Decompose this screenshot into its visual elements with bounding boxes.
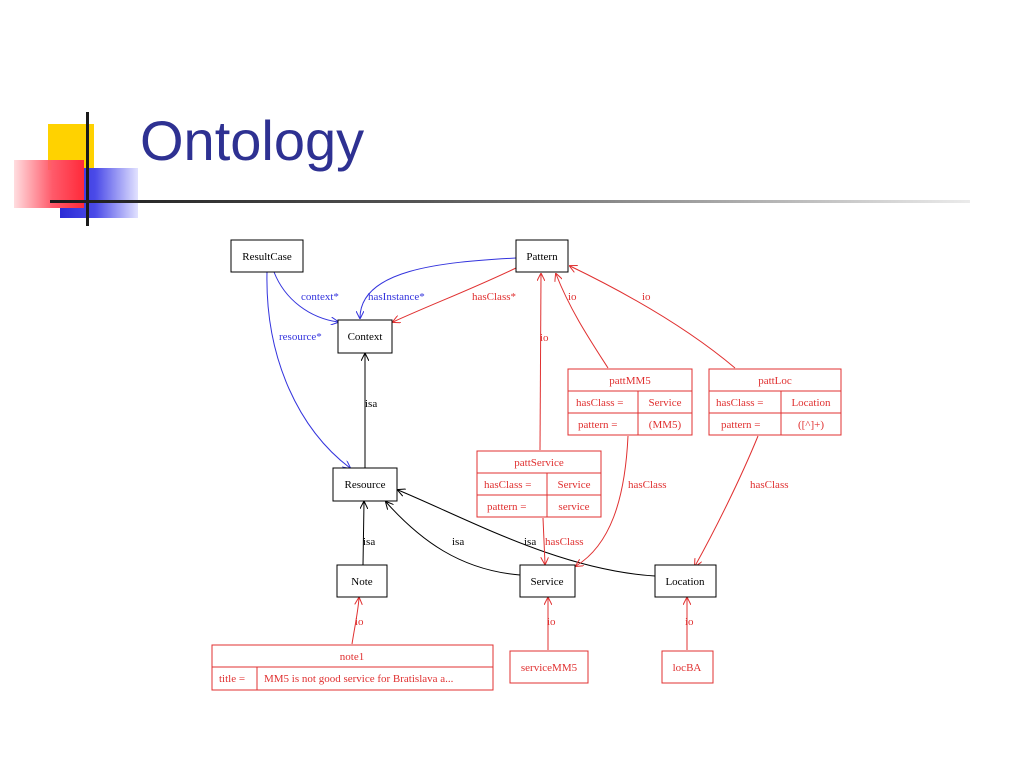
blue-edges [266,257,517,468]
svg-text:service: service [558,501,589,513]
svg-text:([^]+): ([^]+) [798,419,824,431]
edge-io-pattloc-pattern [570,266,736,369]
svg-text:Note: Note [351,576,373,588]
svg-text:title =: title = [219,673,245,685]
label-io-servicemm5: io [547,616,556,628]
edge-hasclass-pattloc-location [695,435,759,566]
svg-text:ResultCase: ResultCase [242,251,292,263]
svg-text:pattService: pattService [514,457,564,469]
svg-text:pattern =: pattern = [721,419,761,431]
label-hasclass-pattmm5: hasClass [628,479,667,491]
svg-text:(MM5): (MM5) [649,419,682,431]
svg-text:pattern =: pattern = [487,501,527,513]
edge-io-pattmm5-pattern [556,274,609,369]
label-io-pattloc: io [642,291,651,303]
node-service: Service [519,564,576,598]
svg-text:hasClass =: hasClass = [576,397,623,409]
instance-loc-ba: locBA [661,650,714,684]
svg-text:Service: Service [558,479,591,491]
svg-text:Location: Location [665,576,705,588]
instance-patt-service: pattService hasClass = Service pattern =… [476,450,602,518]
svg-text:pattMM5: pattMM5 [609,375,651,387]
label-io-pattservice: io [540,332,549,344]
instance-service-mm5: serviceMM5 [509,650,589,684]
edge-isa-location-resource [398,490,656,577]
label-has-instance: hasInstance* [368,291,425,303]
edge-isa-note-resource [363,502,364,566]
svg-text:locBA: locBA [673,662,702,674]
svg-text:hasClass =: hasClass = [484,479,531,491]
edge-has-instance [360,257,517,318]
instance-patt-loc: pattLoc hasClass = Location pattern = ([… [708,368,842,436]
svg-text:Service: Service [649,397,682,409]
svg-text:Location: Location [791,397,831,409]
node-result-case: ResultCase [230,239,304,273]
svg-text:Context: Context [348,331,383,343]
svg-text:Resource: Resource [345,479,386,491]
instance-note1: note1 title = MM5 is not good service fo… [211,644,494,691]
label-isa-location: isa [524,536,536,548]
class-nodes: ResultCase Pattern Context Resource Note… [230,239,717,598]
edge-io-note1-note [351,598,359,645]
label-context: context* [301,291,339,303]
label-resource: resource* [279,331,322,343]
edge-hasclass-pattmm5-service [576,435,629,566]
svg-text:hasClass =: hasClass = [716,397,763,409]
black-edges [363,354,656,577]
node-location: Location [654,564,717,598]
svg-text:MM5 is not good service for Br: MM5 is not good service for Bratislava a… [264,673,454,685]
node-resource: Resource [332,467,398,502]
svg-text:serviceMM5: serviceMM5 [521,662,578,674]
svg-text:pattLoc: pattLoc [758,375,792,387]
svg-text:note1: note1 [340,651,364,663]
svg-text:Service: Service [531,576,564,588]
edge-isa-service-resource [386,502,521,576]
instance-nodes: pattMM5 hasClass = Service pattern = (MM… [211,368,842,691]
instance-patt-mm5: pattMM5 hasClass = Service pattern = (MM… [567,368,693,436]
label-io-locba: io [685,616,694,628]
label-io-note1: io [355,616,364,628]
decor-vertical-line [86,112,89,226]
edge-context [273,271,338,322]
edge-hasclass-pattservice-service [543,517,545,564]
label-isa-service: isa [452,536,464,548]
label-io-pattmm5: io [568,291,577,303]
label-hasclass-pattloc: hasClass [750,479,789,491]
svg-text:pattern =: pattern = [578,419,618,431]
edge-labels: context* hasInstance* hasClass* resource… [279,291,789,628]
node-pattern: Pattern [515,239,569,273]
red-edges [351,266,759,650]
title-underline [50,200,970,203]
slide-title: Ontology [140,109,365,172]
label-hasclass-pattservice: hasClass [545,536,584,548]
label-has-class-star: hasClass* [472,291,516,303]
node-note: Note [336,564,388,598]
svg-text:Pattern: Pattern [526,251,558,263]
node-context: Context [337,319,393,354]
label-isa-resource: isa [365,398,377,410]
edge-has-class-star [393,267,517,322]
edge-io-pattservice-pattern [540,274,541,451]
label-isa-note: isa [363,536,375,548]
edge-resource [266,271,350,468]
